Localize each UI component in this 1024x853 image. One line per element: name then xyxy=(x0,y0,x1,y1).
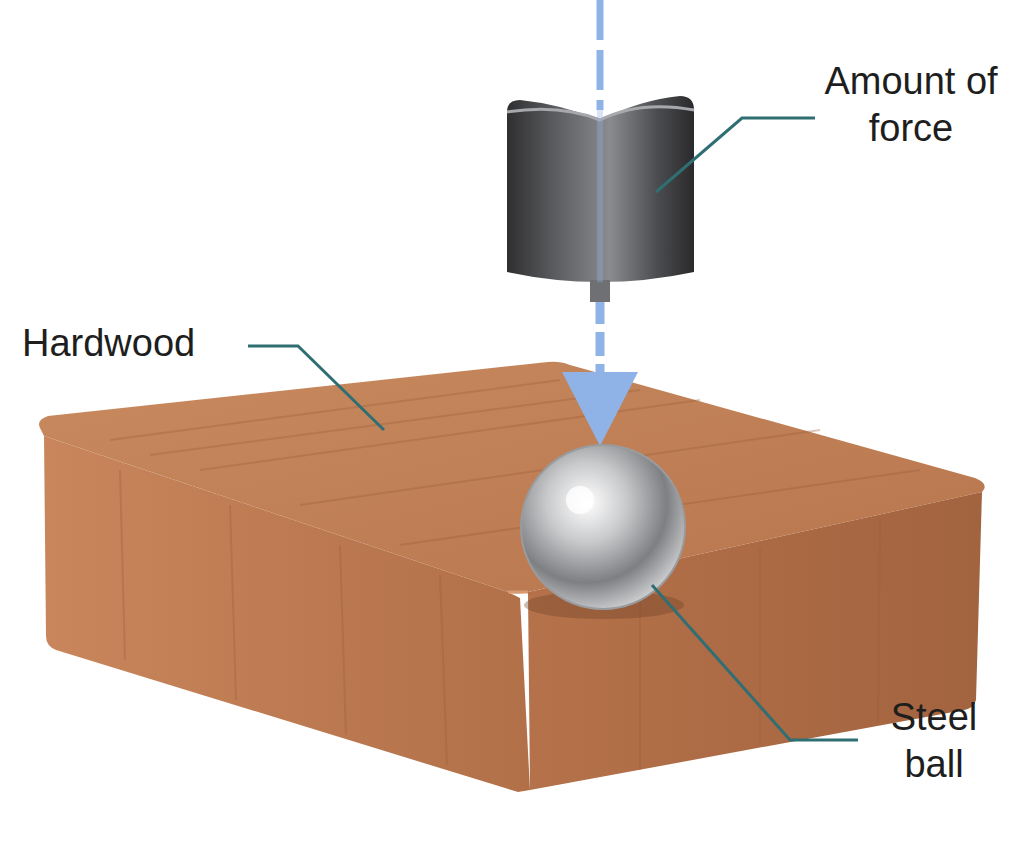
part-label: Amount of force xyxy=(818,58,1004,152)
part-label: Hardwood xyxy=(22,320,242,367)
leader-lines xyxy=(248,118,858,740)
part-label: Steel ball xyxy=(864,694,1004,788)
leader-line xyxy=(656,118,815,192)
hardwood-block xyxy=(39,362,985,792)
leader-line xyxy=(652,585,858,740)
leader-line xyxy=(248,346,384,430)
force-cylinder xyxy=(507,96,694,302)
